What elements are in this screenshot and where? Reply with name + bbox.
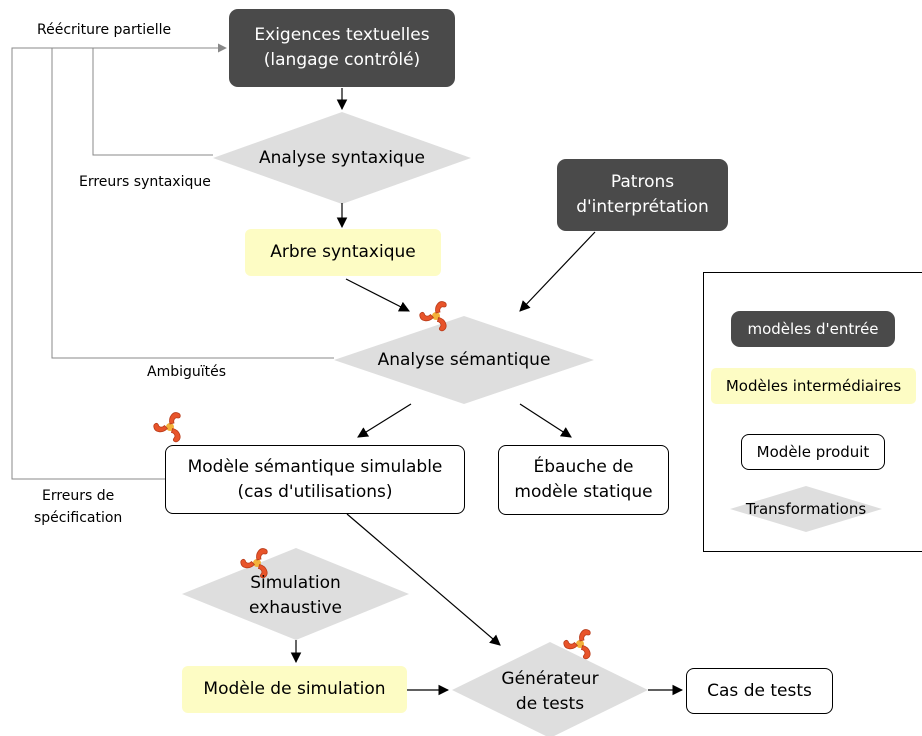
label-analyse-syntaxique: Analyse syntaxique xyxy=(259,147,425,168)
node-label: Cas de tests xyxy=(707,680,812,701)
legend-intermediate-label: Modèles intermédiaires xyxy=(725,377,902,395)
edge-label-ambiguites: Ambiguïtés xyxy=(147,364,227,380)
node-label: Arbre syntaxique xyxy=(270,242,416,263)
node-patrons-interpretation: Patrons d'interprétation xyxy=(557,159,728,231)
legend-diamond xyxy=(730,486,882,532)
legend-input-label: modèles d'entrée xyxy=(747,320,879,338)
legend-transformation-label: Transformations xyxy=(745,500,867,518)
diamond-analyse-semantique xyxy=(334,316,594,404)
node-exigences-textuelles: Exigences textuelles (langage contrôlé) xyxy=(229,9,455,87)
node-cas-de-tests: Cas de tests xyxy=(686,668,833,714)
label-generateur-tests: Générateur de tests xyxy=(501,669,599,714)
legend-intermediate: Modèles intermédiaires xyxy=(711,368,916,404)
node-label: Modèle de simulation xyxy=(203,679,386,700)
diamond-generateur xyxy=(452,642,648,736)
legend-input: modèles d'entrée xyxy=(731,311,895,347)
flow-arrows xyxy=(290,88,684,696)
node-modele-semantique: Modèle sémantique simulable (cas d'utili… xyxy=(165,445,465,514)
diamond-analyse-syntaxique xyxy=(213,112,471,204)
feedback-lines xyxy=(11,43,334,480)
legend-product: Modèle produit xyxy=(741,434,885,470)
node-arbre-syntaxique: Arbre syntaxique xyxy=(245,229,441,276)
node-label: Modèle sémantique simulable (cas d'utili… xyxy=(187,456,443,502)
edge-label-reecriture: Réécriture partielle xyxy=(37,22,172,38)
edge-label-erreurs-specification: Erreurs de spécification xyxy=(34,488,123,526)
node-label: Exigences textuelles (langage contrôlé) xyxy=(254,25,430,70)
legend-product-label: Modèle produit xyxy=(756,443,870,461)
node-modele-simulation: Modèle de simulation xyxy=(182,666,407,713)
edge-label-erreurs-syntaxique: Erreurs syntaxique xyxy=(79,174,211,190)
label-simulation-exhaustive: Simulation exhaustive xyxy=(249,573,342,618)
label-analyse-semantique: Analyse sémantique xyxy=(377,349,551,370)
legend-transformation: Transformations xyxy=(736,497,876,521)
node-label: Ébauche de modèle statique xyxy=(514,457,653,502)
node-label: Patrons d'interprétation xyxy=(576,172,709,217)
triskelion-icon xyxy=(152,412,184,444)
diamond-simulation xyxy=(182,548,409,640)
legend xyxy=(703,272,922,552)
node-ebauche-modele-statique: Ébauche de modèle statique xyxy=(498,445,669,515)
